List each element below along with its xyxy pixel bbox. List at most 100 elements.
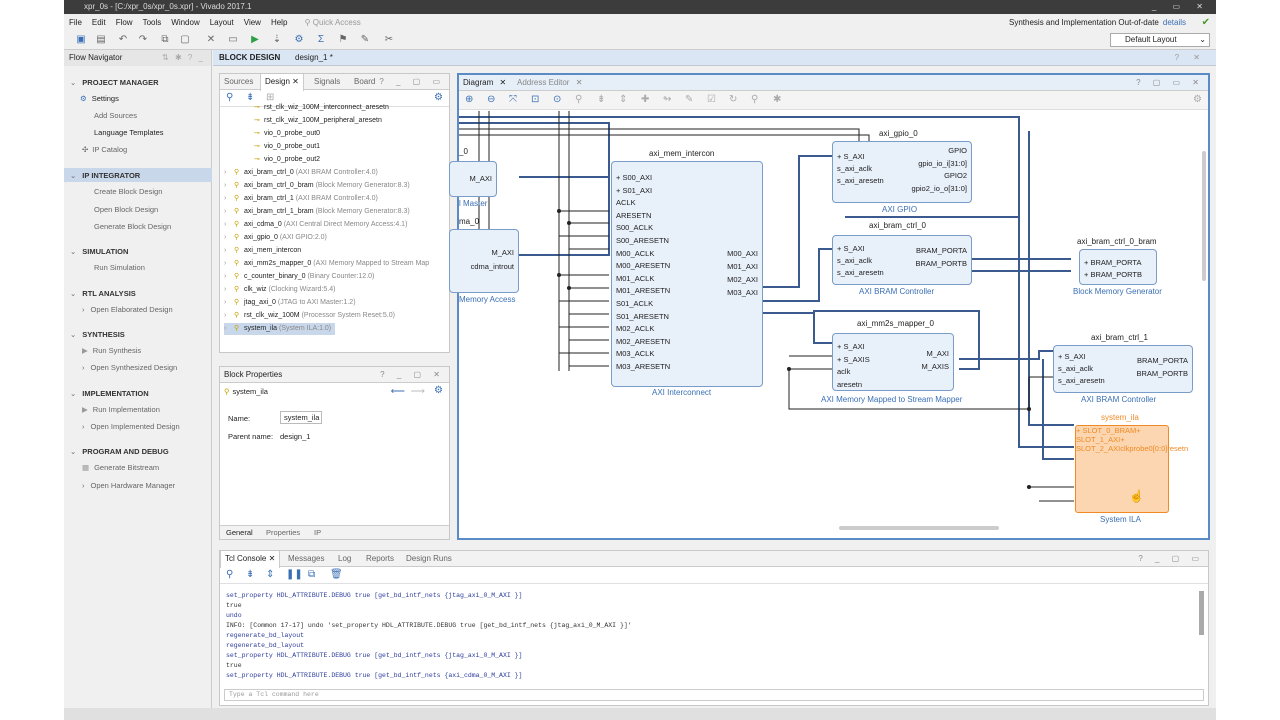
chevron-right-icon[interactable]: › bbox=[224, 208, 227, 215]
help-close-icon[interactable]: ? ✕ bbox=[1174, 53, 1206, 62]
tab-design-runs[interactable]: Design Runs bbox=[406, 554, 452, 563]
section-program-and-debug[interactable]: ⌄PROGRAM AND DEBUG bbox=[70, 447, 169, 456]
tree-row[interactable]: ›⚲axi_bram_ctrl_1_bram (Block Memory Gen… bbox=[224, 206, 410, 218]
chevron-right-icon[interactable]: › bbox=[224, 221, 227, 228]
chevron-right-icon[interactable]: › bbox=[224, 247, 227, 254]
tab-general[interactable]: General bbox=[226, 528, 253, 537]
nav-run-implementation[interactable]: ▶Run Implementation bbox=[82, 405, 160, 414]
panel-window-controls[interactable]: ? _ ▢ ✕ bbox=[380, 370, 445, 379]
nav-language-templates[interactable]: Language Templates bbox=[94, 128, 164, 137]
nav-create-block-design[interactable]: Create Block Design bbox=[94, 187, 163, 196]
gear-icon[interactable]: ⚙ bbox=[1193, 94, 1202, 105]
menu-help[interactable]: Help bbox=[270, 18, 288, 27]
chevron-right-icon[interactable]: › bbox=[224, 260, 227, 267]
properties-icon[interactable]: ✎ bbox=[685, 94, 694, 105]
step-icon[interactable]: ⇣ bbox=[272, 34, 282, 45]
hierarchy-icon[interactable]: ⊞ bbox=[266, 92, 275, 103]
section-simulation[interactable]: ⌄SIMULATION bbox=[70, 247, 129, 256]
window-controls[interactable]: _ ▭ ✕ bbox=[1151, 2, 1210, 11]
tree-row[interactable]: ›⚲axi_mm2s_mapper_0 (AXI Memory Mapped t… bbox=[224, 258, 429, 270]
forward-arrow-icon[interactable]: ⟶ bbox=[410, 386, 425, 397]
diagram-canvas[interactable]: _0 M_AXI l Master ma_0 M_AXI cdma_introu… bbox=[449, 111, 1208, 532]
tab-address-editor[interactable]: Address Editor ✕ bbox=[517, 78, 583, 87]
details-link[interactable]: details bbox=[1162, 18, 1186, 27]
nav-run-simulation[interactable]: Run Simulation bbox=[94, 263, 145, 272]
menu-layout[interactable]: Layout bbox=[209, 18, 234, 27]
nav-add-sources[interactable]: Add Sources bbox=[94, 111, 137, 120]
tree-row[interactable]: ⊸vio_0_probe_out0 bbox=[244, 128, 320, 140]
tab-messages[interactable]: Messages bbox=[288, 554, 325, 563]
panel-window-controls[interactable]: ? ▢ ▭ ✕ bbox=[1136, 78, 1204, 87]
menu-tools[interactable]: Tools bbox=[142, 18, 162, 27]
name-field[interactable]: system_ila bbox=[280, 411, 322, 424]
block-axi-cdma[interactable]: M_AXI cdma_introut bbox=[449, 229, 519, 293]
block-memory-generator[interactable]: + BRAM_PORTA+ BRAM_PORTB bbox=[1079, 249, 1157, 285]
tcl-command-input[interactable]: Type a Tcl command here bbox=[224, 689, 1204, 701]
tree-row[interactable]: ›⚲axi_bram_ctrl_0 (AXI BRAM Controller:4… bbox=[224, 167, 378, 179]
back-arrow-icon[interactable]: ⟵ bbox=[390, 386, 405, 397]
tree-row[interactable]: ›⚲c_counter_binary_0 (Binary Counter:12.… bbox=[224, 271, 374, 283]
tree-row[interactable]: ›⚲jtag_axi_0 (JTAG to AXI Master:1.2) bbox=[224, 297, 356, 309]
chevron-right-icon[interactable]: › bbox=[224, 182, 227, 189]
menu-window[interactable]: Window bbox=[171, 18, 200, 27]
search-icon[interactable]: ⚲ bbox=[575, 94, 583, 105]
nav-generate-bitstream[interactable]: ▦Generate Bitstream bbox=[82, 463, 160, 472]
delete-icon[interactable]: ✕ bbox=[206, 34, 216, 45]
tree-row[interactable]: ⊸vio_0_probe_out1 bbox=[244, 141, 320, 153]
nav-open-implemented-design[interactable]: ›Open Implemented Design bbox=[82, 422, 180, 431]
tab-board[interactable]: Board bbox=[354, 77, 376, 86]
redo-icon[interactable]: ↷ bbox=[138, 34, 148, 45]
collapse-all-icon[interactable]: ⇟ bbox=[246, 569, 255, 580]
nav-settings[interactable]: ⚙Settings bbox=[80, 94, 119, 103]
tree-row[interactable]: ›⚲system_ila (System ILA:1.0) bbox=[224, 323, 336, 335]
console-scrollbar[interactable] bbox=[1199, 591, 1204, 635]
search-icon[interactable]: ⚲ bbox=[226, 569, 234, 580]
block-system-ila[interactable]: + SLOT_0_BRAM+ SLOT_1_AXI+ SLOT_2_AXIclk… bbox=[1075, 425, 1188, 513]
tree-row[interactable]: ›⚲axi_bram_ctrl_0_bram (Block Memory Gen… bbox=[224, 180, 410, 192]
tree-row[interactable]: ›⚲rst_clk_wiz_100M (Processor System Res… bbox=[224, 310, 395, 322]
validate-icon[interactable]: ☑ bbox=[707, 94, 716, 105]
tree-row[interactable]: ›⚲axi_cdma_0 (AXI Central Direct Memory … bbox=[224, 219, 407, 231]
section-rtl-analysis[interactable]: ⌄RTL ANALYSIS bbox=[70, 289, 136, 298]
chevron-right-icon[interactable]: › bbox=[224, 234, 227, 241]
vertical-scrollbar[interactable] bbox=[1202, 151, 1206, 281]
gear-icon[interactable]: ⚙ bbox=[434, 385, 443, 396]
chevron-right-icon[interactable]: › bbox=[224, 312, 227, 319]
search-icon[interactable]: ⚲ bbox=[226, 92, 234, 103]
nav-open-hardware-manager[interactable]: ›Open Hardware Manager bbox=[82, 481, 176, 490]
section-ip-integrator[interactable]: ⌄IP INTEGRATOR bbox=[70, 171, 141, 180]
gear-icon[interactable]: ⚙ bbox=[294, 34, 304, 45]
menu-view[interactable]: View bbox=[243, 18, 261, 27]
nav-open-synthesized-design[interactable]: ›Open Synthesized Design bbox=[82, 363, 178, 372]
route-icon[interactable]: ↬ bbox=[663, 94, 672, 105]
pin-icon[interactable]: ⚲ bbox=[751, 94, 759, 105]
chevron-right-icon[interactable]: › bbox=[224, 273, 227, 280]
zoom-area-icon[interactable]: ⊡ bbox=[531, 94, 540, 105]
tab-log[interactable]: Log bbox=[338, 554, 352, 563]
pin-icon[interactable]: ⚑ bbox=[338, 34, 348, 45]
pause-icon[interactable]: ❚❚ bbox=[286, 569, 303, 580]
expand-icon[interactable]: ⇕ bbox=[619, 94, 628, 105]
nav-ip-catalog[interactable]: ✣IP Catalog bbox=[82, 145, 128, 154]
chevron-right-icon[interactable]: › bbox=[224, 169, 227, 176]
zoom-out-icon[interactable]: ⊖ bbox=[487, 94, 496, 105]
block-jtag-axi[interactable]: M_AXI bbox=[449, 161, 497, 197]
panel-controls-icon[interactable]: ⇅ ✱ ? _ bbox=[162, 53, 205, 62]
menu-flow[interactable]: Flow bbox=[115, 18, 133, 27]
compile-icon[interactable]: ▭ bbox=[228, 34, 238, 45]
regenerate-icon[interactable]: ↻ bbox=[729, 94, 738, 105]
tab-sources[interactable]: Sources bbox=[224, 77, 254, 86]
tree-row[interactable]: ⊸vio_0_probe_out2 bbox=[244, 154, 320, 166]
select-icon[interactable]: ⊙ bbox=[553, 94, 562, 105]
nav-open-elaborated-design[interactable]: ›Open Elaborated Design bbox=[82, 305, 173, 314]
tab-ip[interactable]: IP bbox=[314, 528, 322, 537]
tree-row[interactable]: ›⚲axi_gpio_0 (AXI GPIO:2.0) bbox=[224, 232, 327, 244]
fit-icon[interactable]: ⤧ bbox=[509, 94, 517, 105]
section-project-manager[interactable]: ⌄PROJECT MANAGER bbox=[70, 78, 159, 87]
tools-icon[interactable]: ✂ bbox=[384, 34, 394, 45]
menu-edit[interactable]: Edit bbox=[91, 18, 106, 27]
chevron-right-icon[interactable]: › bbox=[224, 286, 227, 293]
